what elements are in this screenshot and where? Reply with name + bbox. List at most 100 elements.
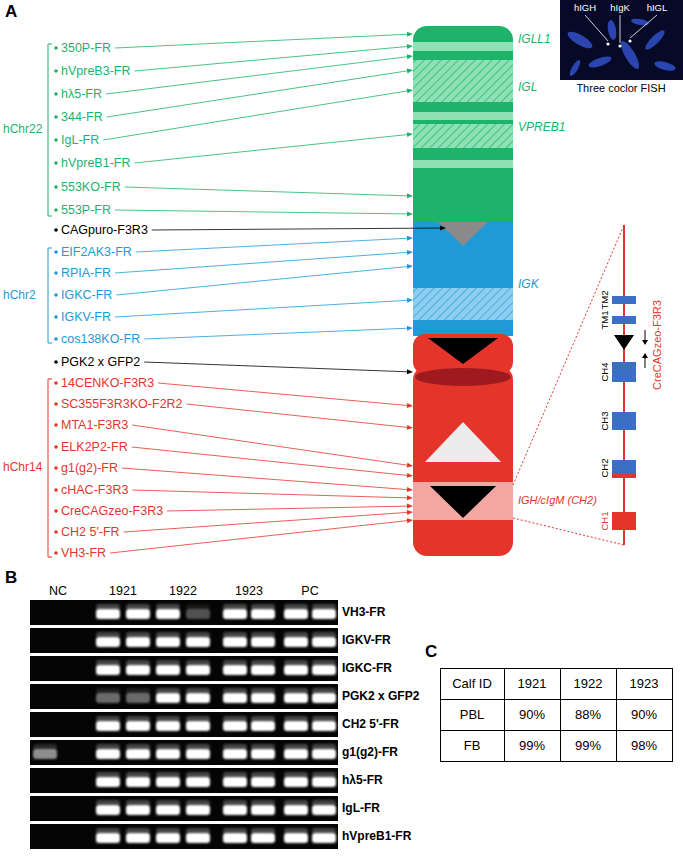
chromosome xyxy=(413,124,513,148)
lane-header: 1923 xyxy=(235,584,263,598)
table-cell: PBL xyxy=(460,708,485,723)
gel-row-label: g1(g2)-FR xyxy=(342,746,398,760)
gel-image xyxy=(33,749,57,759)
gel-image xyxy=(284,777,308,787)
fish-micrograph xyxy=(568,59,582,78)
gel-image xyxy=(126,609,150,619)
arrow-head xyxy=(407,510,413,515)
fish-micrograph xyxy=(618,39,643,72)
leader-line xyxy=(158,383,407,405)
primer-label: g1(g2)-FR xyxy=(61,461,118,475)
primer-label: 14CENKO-F3R3 xyxy=(61,376,154,390)
fish-micrograph xyxy=(643,28,667,52)
fish-micrograph xyxy=(560,0,683,80)
bullets xyxy=(54,271,58,275)
gel-image xyxy=(186,665,210,675)
arrow-head xyxy=(407,68,413,73)
table-grid xyxy=(440,668,673,762)
exon-label: CH1 xyxy=(600,511,611,530)
gel-image xyxy=(156,609,180,619)
arrow-head xyxy=(407,298,413,303)
gel-image xyxy=(156,805,180,815)
arrow-head xyxy=(407,504,413,509)
gel-row-label: hλ5-FR xyxy=(342,774,383,788)
gel-image xyxy=(284,721,308,731)
gel-row-label: IGKV-FR xyxy=(342,634,391,648)
primer-label: ELK2P2-FR xyxy=(61,440,128,454)
gel-image xyxy=(186,833,210,843)
image-caption: Three coclor FISH xyxy=(576,82,665,95)
bullets xyxy=(54,551,58,555)
gel-image xyxy=(251,609,275,619)
leader-line xyxy=(115,252,407,273)
table-cell: 1921 xyxy=(518,677,547,692)
exon-label: CH3 xyxy=(600,411,611,430)
primer-label: hVpreB3-FR xyxy=(61,64,130,78)
zoom-map xyxy=(612,460,636,475)
primer-label: cHAC-F3R3 xyxy=(61,483,128,497)
arrow-head xyxy=(407,211,413,216)
primer-label: hλ5-FR xyxy=(61,87,102,101)
gel-image xyxy=(312,805,336,815)
gel-image xyxy=(223,805,247,815)
bullets xyxy=(54,466,58,470)
bullets xyxy=(54,293,58,297)
group-brackets xyxy=(48,44,52,557)
chromosome xyxy=(413,222,513,336)
zoom-map xyxy=(612,512,636,530)
gel-image xyxy=(223,777,247,787)
chromosome xyxy=(413,366,513,556)
gel-row-label: CH2 5'-FR xyxy=(342,718,399,732)
bullets xyxy=(54,360,58,364)
arrow-head xyxy=(407,132,413,137)
chromosome xyxy=(428,338,498,364)
gel-image xyxy=(156,777,180,787)
gel-image xyxy=(251,665,275,675)
gel-image xyxy=(96,637,120,647)
gel-image xyxy=(186,637,210,647)
probe-label: hIGH xyxy=(574,3,596,14)
chromosome xyxy=(425,422,501,462)
leader-line xyxy=(132,447,407,475)
gel-image xyxy=(126,805,150,815)
table-cell: Calf ID xyxy=(452,677,492,692)
leader-line xyxy=(124,512,407,532)
leader-line xyxy=(132,425,407,465)
gel-image xyxy=(284,609,308,619)
gel-image xyxy=(223,721,247,731)
arrow-head xyxy=(407,473,413,478)
gel-image xyxy=(251,721,275,731)
bullets xyxy=(54,445,58,449)
gel-image xyxy=(251,833,275,843)
gel-image xyxy=(30,712,338,737)
zoom-map xyxy=(612,412,636,430)
table-cell: 90% xyxy=(519,708,545,723)
gel-image xyxy=(156,833,180,843)
zoom-map xyxy=(623,225,625,545)
probe-label: hIgK xyxy=(610,3,630,14)
gel-image xyxy=(126,665,150,675)
bullets xyxy=(54,509,58,513)
primer-label: PGK2 x GFP2 xyxy=(61,355,140,369)
bullets xyxy=(54,250,58,341)
arrow-head xyxy=(407,32,413,37)
bullets xyxy=(54,228,58,232)
gel-image xyxy=(156,749,180,759)
gel-image xyxy=(126,833,150,843)
fish-micrograph xyxy=(653,59,676,72)
table-grid xyxy=(441,669,673,762)
primer-label: CH2 5'-FR xyxy=(61,525,120,539)
gel-image xyxy=(186,609,210,619)
lane-header: NC xyxy=(49,584,67,598)
zoom-map xyxy=(614,335,634,350)
chromosome xyxy=(413,112,513,120)
exon-label: CH4 xyxy=(600,362,611,381)
exon-label: TM1 xyxy=(600,311,611,330)
table-grid xyxy=(440,699,673,700)
fish-micrograph xyxy=(606,42,609,45)
chromosome-group-label: hChr22 xyxy=(3,123,42,137)
gel-image xyxy=(126,777,150,787)
zoom-map xyxy=(645,357,646,368)
table-grid xyxy=(616,668,617,762)
gel-image xyxy=(223,693,247,703)
